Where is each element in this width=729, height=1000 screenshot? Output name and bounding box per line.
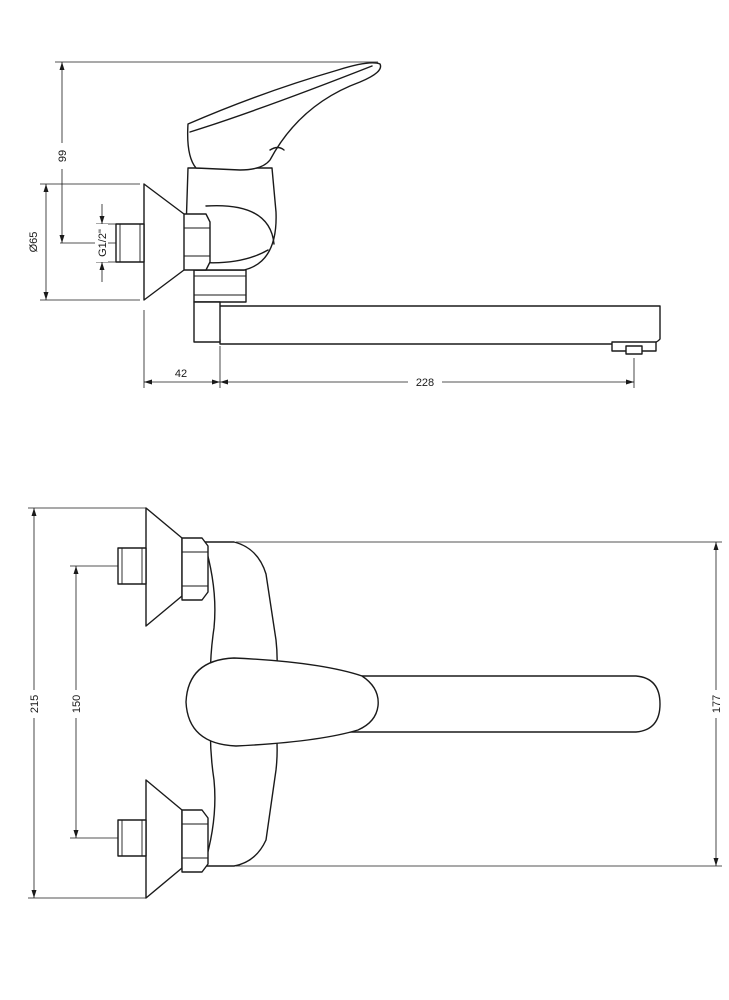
dim-99: 99 bbox=[57, 150, 69, 162]
dim-thread-g12: G1/2" bbox=[97, 229, 109, 257]
dim-228: 228 bbox=[416, 377, 434, 389]
side-spout-neck bbox=[193, 301, 221, 343]
dim-150: 150 bbox=[71, 695, 83, 713]
dim-215: 215 bbox=[29, 695, 41, 713]
front-lever-cap bbox=[185, 657, 379, 747]
side-rosette bbox=[143, 183, 185, 301]
side-view: 99 Ø65 G1/2" 42 228 bbox=[28, 61, 661, 389]
front-view: 215 150 177 bbox=[26, 507, 724, 899]
dim-diameter-65: Ø65 bbox=[28, 232, 40, 253]
front-bottom-rosette bbox=[145, 779, 183, 899]
dim-177: 177 bbox=[711, 695, 723, 713]
front-top-nut bbox=[181, 537, 209, 601]
dim-42: 42 bbox=[175, 368, 187, 380]
side-aerator-tip bbox=[625, 345, 643, 355]
front-top-rosette bbox=[145, 507, 183, 627]
side-spout bbox=[217, 305, 661, 345]
side-nut bbox=[181, 213, 211, 271]
front-bottom-nut bbox=[181, 809, 209, 873]
side-lever-handle bbox=[186, 62, 382, 171]
side-swivel-ring bbox=[193, 269, 247, 303]
